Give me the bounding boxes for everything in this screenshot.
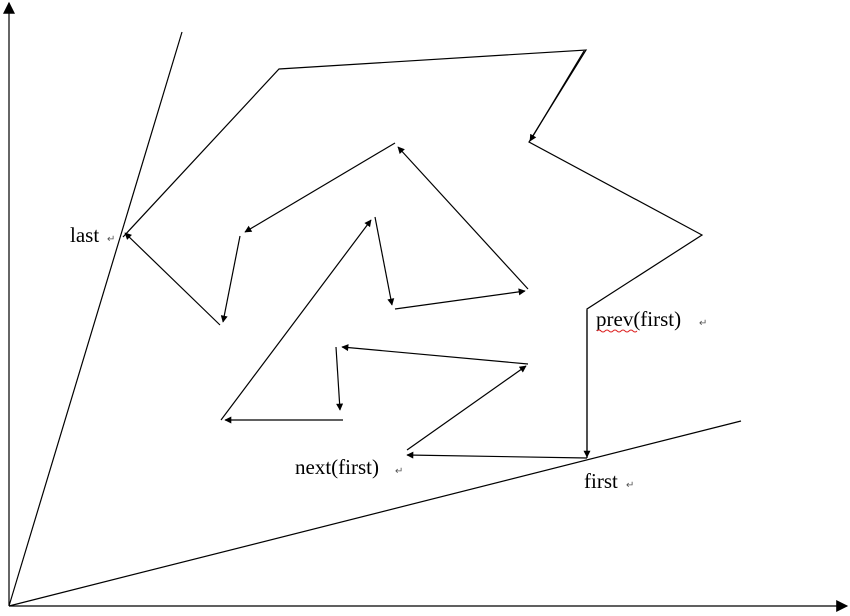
paragraph-mark-icon: ↵: [626, 480, 634, 491]
first-label: first: [584, 469, 618, 493]
label-next: next(first) ↵: [295, 455, 403, 479]
edge-528-to-397: [397, 146, 529, 290]
paragraph-mark-icon: ↵: [107, 234, 115, 245]
paragraph-mark-icon: ↵: [699, 318, 707, 329]
ray-upper: [8, 31, 183, 607]
edge-395-to-243: [244, 142, 396, 233]
inner-chain: [220, 142, 588, 459]
arrow-to-last: [124, 232, 221, 326]
edge-to-528: [394, 288, 526, 310]
next-first-label: next(first): [295, 455, 379, 479]
paragraph-mark-icon: ↵: [395, 466, 403, 477]
outer-path: [122, 49, 704, 458]
edge-down-to-338: [335, 346, 344, 411]
edge-next-up: [406, 365, 527, 451]
label-first: first ↵: [584, 469, 634, 493]
last-label: last: [70, 223, 99, 247]
ray-lower: [8, 420, 742, 607]
label-prev: prev(first) ↵: [596, 307, 707, 333]
edge-240-down: [220, 235, 241, 323]
edge-222-to-372: [220, 219, 372, 421]
outer-chain: [122, 49, 704, 458]
edge-first-to-next: [406, 451, 588, 459]
arrow-to-530-140: [529, 50, 585, 142]
spellcheck-underline: [596, 329, 638, 333]
prev-first-label: prev(first): [596, 307, 681, 331]
edge-375-down: [374, 216, 395, 306]
edge-528-to-340: [341, 344, 529, 365]
label-last: last ↵: [70, 223, 115, 247]
